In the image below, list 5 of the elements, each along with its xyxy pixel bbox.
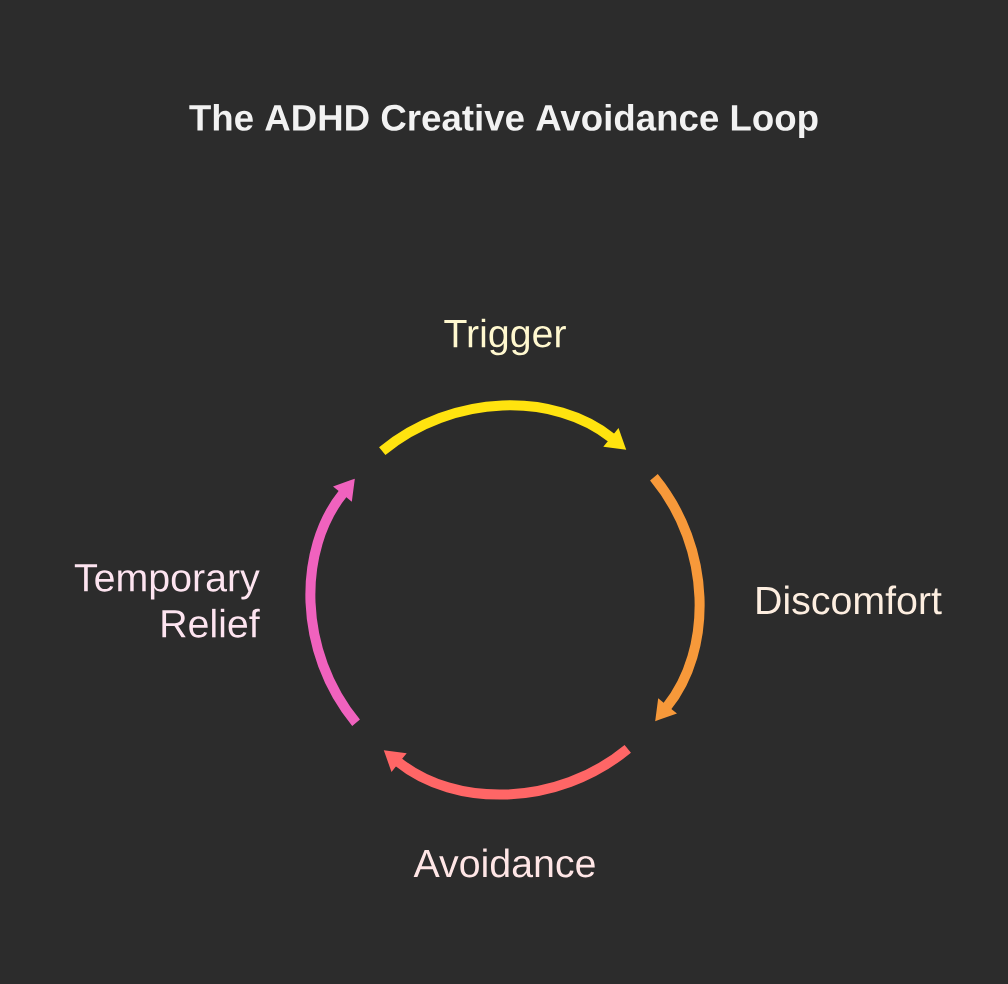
stage-label: Temporary Relief [74, 564, 260, 638]
title: The ADHD Creative Avoidance Loop [189, 103, 818, 139]
stage-label: Avoidance [413, 848, 595, 878]
stage-label: Discomfort [757, 585, 942, 615]
stage-label: Trigger [444, 318, 566, 356]
